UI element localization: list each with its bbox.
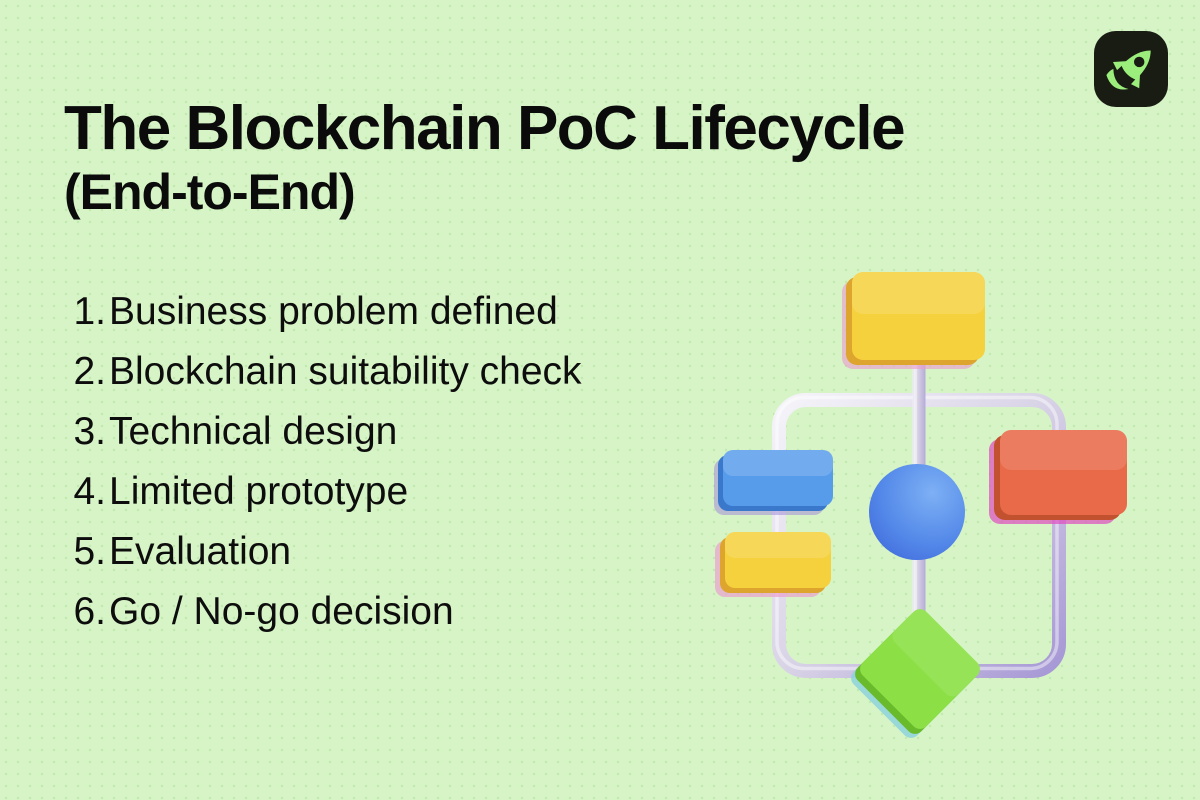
rocket-icon: [1106, 50, 1151, 90]
step-label: Go / No-go decision: [109, 590, 454, 633]
step-item-5: 5. Evaluation: [64, 522, 582, 582]
bottom-diamond-green: [851, 609, 980, 738]
step-item-1: 1. Business problem defined: [64, 282, 582, 342]
step-number: 5.: [73, 530, 106, 573]
left-rectangle-yellow: [715, 532, 831, 597]
top-rectangle-yellow: [842, 272, 985, 369]
step-number: 2.: [73, 350, 106, 393]
step-number: 4.: [73, 470, 106, 513]
step-item-3: 3. Technical design: [64, 402, 582, 462]
page-title: The Blockchain PoC Lifecycle: [64, 94, 906, 163]
right-rectangle-orange: [989, 430, 1127, 524]
step-label: Technical design: [109, 410, 398, 453]
step-item-2: 2. Blockchain suitability check: [64, 342, 582, 402]
brand-logo: [1094, 31, 1168, 107]
step-item-6: 6. Go / No-go decision: [64, 582, 582, 642]
step-label: Evaluation: [109, 530, 292, 573]
step-number: 6.: [73, 590, 106, 633]
step-number: 1.: [73, 290, 106, 333]
step-number: 3.: [73, 410, 106, 453]
center-sphere-blue: [869, 464, 965, 560]
flowchart-illustration: [700, 250, 1180, 760]
page-subtitle: (End-to-End): [64, 164, 356, 220]
step-label: Blockchain suitability check: [109, 350, 582, 393]
step-label: Limited prototype: [109, 470, 409, 513]
left-rectangle-blue: [714, 450, 833, 515]
step-item-4: 4. Limited prototype: [64, 462, 582, 522]
step-label: Business problem defined: [109, 290, 558, 333]
lifecycle-steps-list: 1. Business problem defined 2. Blockchai…: [64, 282, 582, 642]
